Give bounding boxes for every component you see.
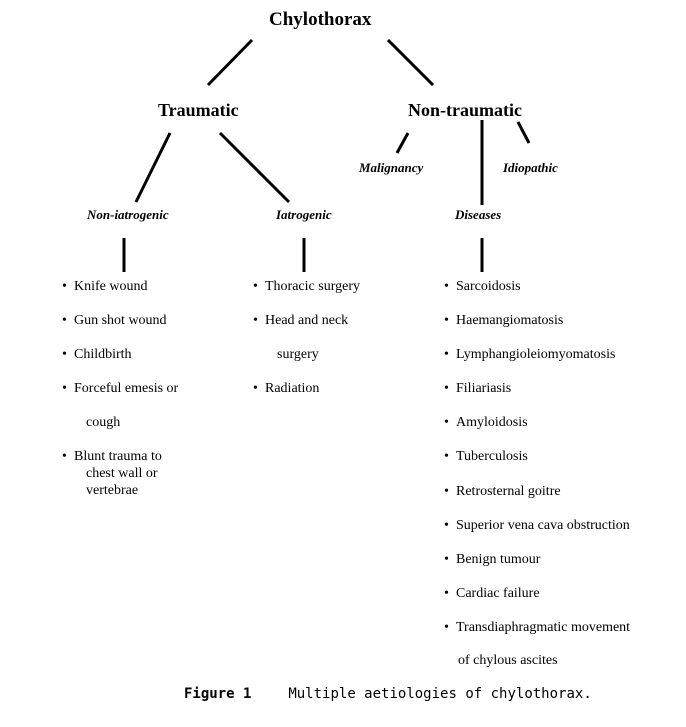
bullet: •: [444, 552, 449, 567]
list-item: Filiariasis: [456, 381, 512, 396]
list-item: Benign tumour: [456, 552, 541, 567]
node-malignancy: Malignancy: [359, 160, 424, 175]
list-item: Childbirth: [74, 347, 132, 362]
list-item: Haemangiomatosis: [456, 313, 564, 328]
node-non-iatrogenic: Non-iatrogenic: [87, 207, 169, 222]
list-item: Transdiaphragmatic movement: [456, 620, 631, 635]
list-item: Cardiac failure: [456, 586, 540, 601]
bullet: •: [444, 620, 449, 635]
node-non-traumatic: Non-traumatic: [408, 100, 522, 120]
bullet: •: [253, 313, 258, 328]
bullet: •: [444, 347, 449, 362]
bullet: •: [444, 586, 449, 601]
bullet: •: [62, 347, 67, 362]
bullet: •: [444, 518, 449, 533]
list-item-continuation: chest wall or: [86, 466, 158, 481]
bullet: •: [444, 313, 449, 328]
line-root-traumatic: [206, 38, 254, 87]
bullet: •: [253, 381, 258, 396]
list-item: Knife wound: [74, 279, 148, 294]
bullet: •: [62, 449, 67, 464]
list-item: Sarcoidosis: [456, 279, 521, 294]
bullet: •: [253, 279, 258, 294]
figure-caption-text: Multiple aetiologies of chylothorax.: [288, 686, 592, 702]
figure-caption: Figure 1 Multiple aetiologies of chyloth…: [184, 686, 592, 702]
list-item: Superior vena cava obstruction: [456, 518, 630, 533]
list-item-continuation: surgery: [277, 347, 319, 362]
list-item-continuation: vertebrae: [86, 483, 139, 498]
list-item: Retrosternal goitre: [456, 484, 561, 499]
line-traumatic-noniatrogenic: [134, 132, 172, 203]
bullet: •: [444, 279, 449, 294]
line-nontraumatic-idiopathic: [516, 121, 531, 144]
bullet: •: [444, 449, 449, 464]
line-nontraumatic-malignancy: [395, 132, 410, 154]
line-traumatic-iatrogenic: [218, 131, 291, 204]
line-root-nontraumatic: [386, 38, 435, 87]
node-idiopathic: Idiopathic: [503, 160, 558, 175]
list-item: Forceful emesis or: [74, 381, 179, 396]
list-item: Head and neck: [265, 313, 349, 328]
list-item-continuation: of chylous ascites: [458, 653, 558, 668]
node-diseases: Diseases: [455, 207, 502, 222]
node-chylothorax: Chylothorax: [269, 9, 372, 30]
bullet: •: [444, 381, 449, 396]
bullet: •: [444, 484, 449, 499]
bullet: •: [62, 381, 67, 396]
bullet: •: [62, 313, 67, 328]
node-traumatic: Traumatic: [158, 100, 239, 120]
list-item: Blunt trauma to: [74, 449, 162, 464]
bullet: •: [62, 279, 67, 294]
list-item: Thoracic surgery: [265, 279, 360, 294]
list-item: Tuberculosis: [456, 449, 528, 464]
list-item: Amyloidosis: [456, 415, 528, 430]
node-iatrogenic: Iatrogenic: [276, 207, 332, 222]
list-item: Lymphangioleiomyomatosis: [456, 347, 616, 362]
figure-number: Figure 1: [184, 686, 252, 702]
bullet: •: [444, 415, 449, 430]
list-item-continuation: cough: [86, 415, 121, 430]
list-item: Gun shot wound: [74, 313, 167, 328]
list-item: Radiation: [265, 381, 320, 396]
